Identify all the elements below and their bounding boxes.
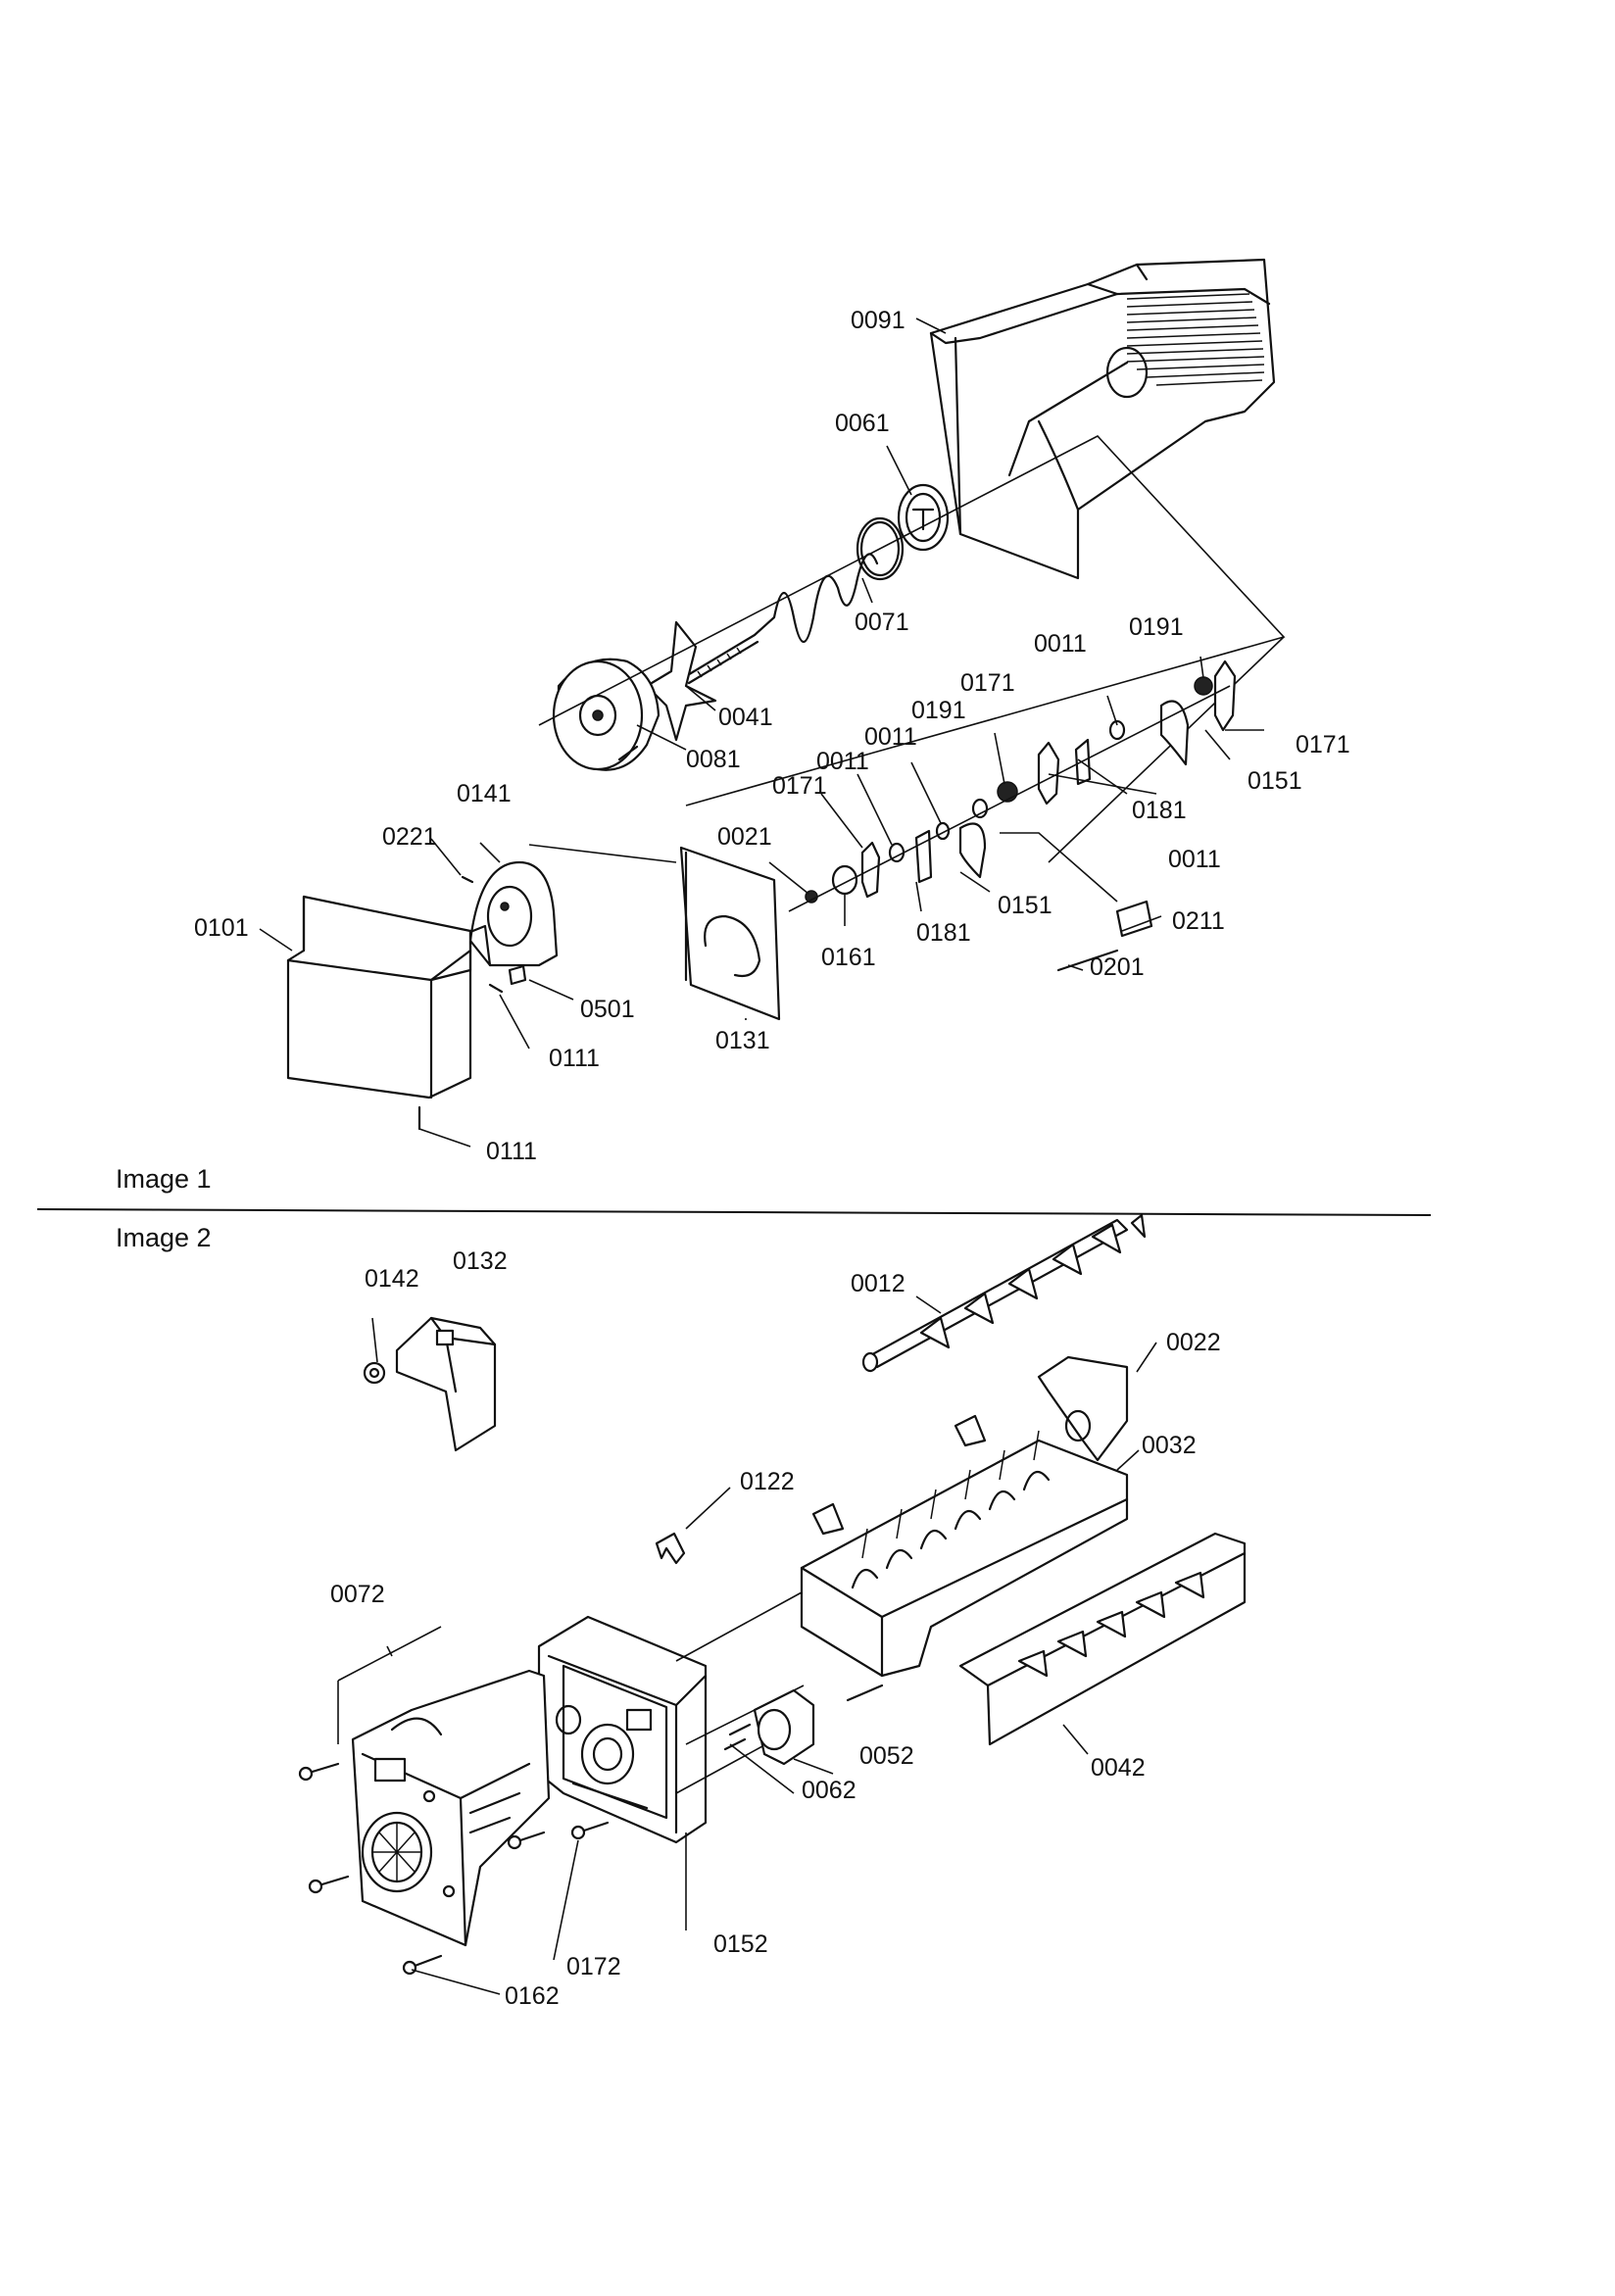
callout-0171-left: 0171 bbox=[772, 772, 827, 800]
callout-0131: 0131 bbox=[715, 1027, 770, 1054]
auger-ring-part bbox=[856, 516, 905, 581]
section-title-image-1: Image 1 bbox=[116, 1164, 212, 1194]
screw-set bbox=[298, 1762, 610, 1995]
callout-0211: 0211 bbox=[1172, 907, 1225, 935]
callout-0061: 0061 bbox=[835, 410, 890, 437]
callout-0501: 0501 bbox=[580, 996, 635, 1023]
auger-spring-part bbox=[684, 553, 879, 685]
callout-0111-bottom: 0111 bbox=[486, 1138, 537, 1165]
callout-0022: 0022 bbox=[1166, 1329, 1221, 1356]
image-1-leaders bbox=[259, 318, 1264, 1148]
group-frame-crusher bbox=[1048, 636, 1285, 863]
callout-0091: 0091 bbox=[851, 307, 905, 334]
callout-0012: 0012 bbox=[851, 1270, 905, 1297]
mounting-frame-part bbox=[537, 1615, 708, 1930]
image-1-diagram: 0091 0061 0071 0041 0081 0011 0191 0171 … bbox=[194, 258, 1350, 1165]
section-title-image-2: Image 2 bbox=[116, 1223, 212, 1252]
callout-0161: 0161 bbox=[821, 944, 876, 971]
callout-0021: 0021 bbox=[717, 823, 772, 851]
callout-0011-left: 0011 bbox=[816, 748, 869, 775]
ejector-shaft-part bbox=[861, 1213, 1147, 1373]
auger-coupling-part bbox=[897, 483, 950, 552]
bracket-plate-part bbox=[679, 846, 781, 1021]
callout-0201: 0201 bbox=[1090, 953, 1145, 981]
ice-bucket-part bbox=[929, 258, 1276, 580]
callout-0162: 0162 bbox=[505, 1982, 560, 2010]
section-divider bbox=[36, 1208, 1432, 1216]
callout-0032: 0032 bbox=[1142, 1432, 1197, 1459]
callout-0062: 0062 bbox=[802, 1777, 856, 1804]
callout-0011-top: 0011 bbox=[1034, 630, 1087, 658]
callout-0101: 0101 bbox=[194, 914, 249, 942]
callout-0172: 0172 bbox=[566, 1953, 621, 1980]
stripper-bracket-part bbox=[1037, 1342, 1157, 1462]
crusher-blade-stack bbox=[788, 659, 1237, 972]
callout-0181-left: 0181 bbox=[916, 919, 971, 947]
image-2-diagram: 0142 0132 0012 0022 0032 0122 0072 0052 … bbox=[298, 1213, 1247, 2010]
callout-0171-upper: 0171 bbox=[960, 669, 1015, 697]
control-module-part bbox=[337, 1626, 551, 1947]
callout-0181-right: 0181 bbox=[1132, 797, 1187, 824]
callout-0011-bottom: 0011 bbox=[1168, 846, 1221, 873]
callout-0111-mid: 0111 bbox=[549, 1045, 600, 1072]
motor-housing-part bbox=[459, 844, 677, 967]
screw-0111a-part bbox=[488, 983, 504, 994]
callout-0042: 0042 bbox=[1091, 1754, 1146, 1782]
image-2-callouts: 0142 0132 0012 0022 0032 0122 0072 0052 … bbox=[330, 1247, 1221, 2010]
switch-bracket-part bbox=[395, 1316, 497, 1452]
auger-blade-part bbox=[645, 620, 717, 742]
thermostat-part bbox=[723, 1684, 884, 1794]
callout-0142: 0142 bbox=[365, 1265, 419, 1293]
callout-0171-right: 0171 bbox=[1296, 731, 1350, 758]
group-frame-auger bbox=[538, 435, 1286, 806]
screw-0221-part bbox=[461, 875, 474, 884]
ice-mold-part bbox=[800, 1414, 1140, 1678]
callout-0152: 0152 bbox=[713, 1930, 768, 1958]
callout-0221: 0221 bbox=[382, 823, 437, 851]
callout-0122: 0122 bbox=[740, 1468, 795, 1495]
clip-0122-part bbox=[655, 1487, 731, 1565]
callout-0072: 0072 bbox=[330, 1581, 385, 1608]
callout-0071: 0071 bbox=[855, 609, 909, 636]
front-cover-part bbox=[286, 895, 472, 1099]
callout-0191-top: 0191 bbox=[1129, 613, 1184, 641]
mold-cover-part bbox=[958, 1532, 1247, 1755]
callout-0132: 0132 bbox=[453, 1247, 508, 1275]
callout-0151-right: 0151 bbox=[1248, 767, 1302, 795]
callout-0151-left: 0151 bbox=[998, 892, 1052, 919]
nut-0142-part bbox=[363, 1317, 386, 1385]
callout-0011-mid: 0011 bbox=[864, 723, 917, 751]
callout-0081: 0081 bbox=[686, 746, 741, 773]
fastener-0501-part bbox=[508, 964, 527, 986]
auger-drum-part bbox=[552, 658, 661, 771]
callout-0041: 0041 bbox=[718, 704, 773, 731]
image-1-callouts: 0091 0061 0071 0041 0081 0011 0191 0171 … bbox=[194, 307, 1350, 1165]
callout-0191-mid: 0191 bbox=[911, 697, 966, 724]
callout-0052: 0052 bbox=[859, 1742, 914, 1770]
callout-0141: 0141 bbox=[457, 780, 512, 807]
